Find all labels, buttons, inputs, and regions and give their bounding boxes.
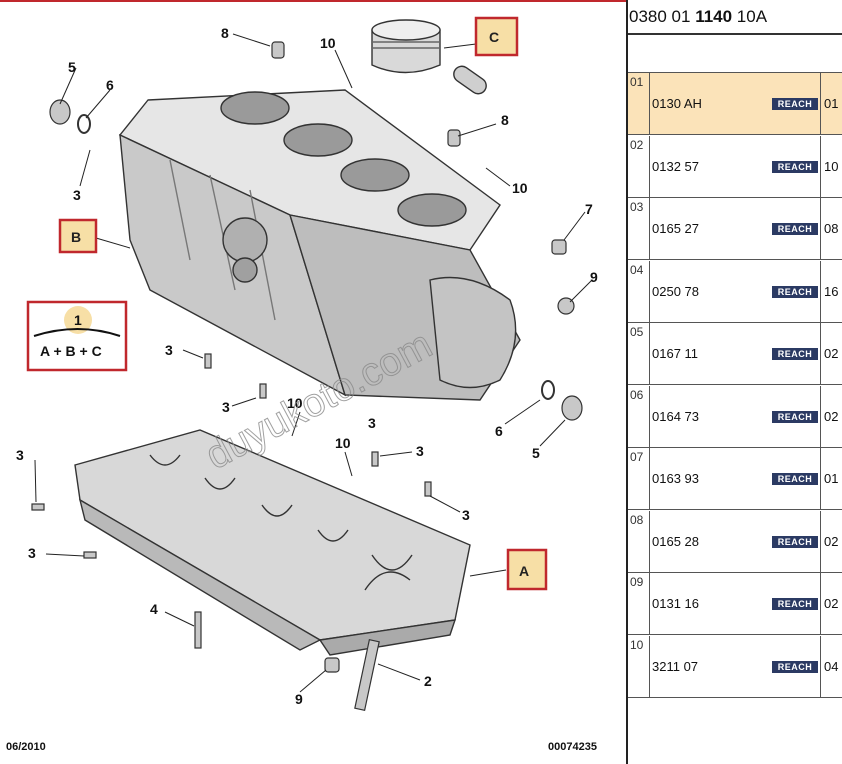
callout-9-lower: 9 xyxy=(295,691,303,707)
callout-2: 2 xyxy=(424,673,432,689)
callout-3-c: 3 xyxy=(368,415,376,431)
part-index: 04 xyxy=(628,260,650,323)
callout-3-e: 3 xyxy=(16,447,24,463)
callout-10-right: 10 xyxy=(512,180,528,196)
callout-6-right: 6 xyxy=(495,423,503,439)
part-number: 0167 11 xyxy=(652,346,699,361)
part-index: 08 xyxy=(628,510,650,573)
callout-3-b: 3 xyxy=(222,399,230,415)
reach-badge: REACH xyxy=(772,535,818,548)
part-number: 3211 07 xyxy=(652,658,699,674)
box-a-label: A xyxy=(519,563,529,579)
part-number: 0163 93 xyxy=(652,471,699,486)
legend-box: 1 A + B + C xyxy=(26,300,128,372)
part-qty: 01 xyxy=(820,73,842,135)
callout-10-top: 10 xyxy=(320,35,336,51)
reach-badge: REACH xyxy=(772,410,818,423)
part-index: 10 xyxy=(628,635,650,698)
callout-3-f: 3 xyxy=(462,507,470,523)
part-qty: 04 xyxy=(820,635,842,698)
header-spacer xyxy=(628,35,842,73)
callout-3-g: 3 xyxy=(28,545,36,561)
top-red-line xyxy=(0,0,626,2)
reach-badge: REACH xyxy=(772,348,818,360)
footer-code: 00074235 xyxy=(548,741,597,753)
piston-assembly[interactable] xyxy=(371,19,489,97)
part-qty: 02 xyxy=(820,323,842,385)
callout-labels: 8 10 5 6 3 8 10 7 9 6 5 3 3 10 3 10 3 3 … xyxy=(16,25,598,707)
leader-lines xyxy=(34,33,593,693)
cylinder-block[interactable] xyxy=(118,89,521,401)
callout-8-top: 8 xyxy=(221,25,229,41)
callout-3-a: 3 xyxy=(165,342,173,358)
box-c[interactable]: C xyxy=(474,16,519,57)
reach-badge: REACH xyxy=(772,473,818,485)
box-a[interactable]: A xyxy=(506,548,548,591)
part-index: 05 xyxy=(628,323,650,385)
part-index: 01 xyxy=(628,73,650,135)
small-parts xyxy=(31,41,583,711)
panel-divider xyxy=(626,0,628,764)
reach-badge: REACH xyxy=(772,160,818,173)
callout-5-left: 5 xyxy=(68,59,76,75)
callout-9-right: 9 xyxy=(590,269,598,285)
reach-badge: REACH xyxy=(772,285,818,298)
callout-3-left: 3 xyxy=(73,187,81,203)
footer-date: 06/2010 xyxy=(6,741,46,753)
callout-7: 7 xyxy=(585,201,593,217)
callout-3-d: 3 xyxy=(416,443,424,459)
part-qty: 01 xyxy=(820,448,842,510)
part-number: 0165 28 xyxy=(652,533,699,549)
callout-5-right: 5 xyxy=(532,445,540,461)
part-index: 03 xyxy=(628,198,650,260)
reach-badge: REACH xyxy=(772,223,818,235)
legend-number: 1 xyxy=(74,312,82,328)
part-index: 06 xyxy=(628,385,650,448)
callout-10-lower: 10 xyxy=(335,435,351,451)
bedplate[interactable] xyxy=(74,429,471,656)
part-index: 07 xyxy=(628,448,650,510)
callout-6-left: 6 xyxy=(106,77,114,93)
part-number: 0164 73 xyxy=(652,408,699,424)
engine-block-diagram: 8 10 5 6 3 8 10 7 9 6 5 3 3 10 3 10 3 3 … xyxy=(6,16,598,753)
reference-number: 0380 01 1140 10A xyxy=(628,0,842,35)
callout-8-right: 8 xyxy=(501,112,509,128)
part-qty: 02 xyxy=(820,385,842,448)
part-index: 09 xyxy=(628,573,650,635)
part-number: 0131 16 xyxy=(652,596,699,611)
box-b[interactable]: B xyxy=(58,218,98,254)
reach-badge: REACH xyxy=(772,660,818,673)
box-b-label: B xyxy=(71,229,81,245)
callout-10-mid: 10 xyxy=(287,395,303,411)
callout-4: 4 xyxy=(150,601,158,617)
reach-badge: REACH xyxy=(772,598,818,610)
part-number: 0130 AH xyxy=(652,96,702,111)
part-qty: 16 xyxy=(820,260,842,323)
part-index: 02 xyxy=(628,135,650,198)
part-qty: 10 xyxy=(820,135,842,198)
part-number: 0250 78 xyxy=(652,283,699,299)
part-qty: 02 xyxy=(820,573,842,635)
part-qty: 08 xyxy=(820,198,842,260)
part-number: 0132 57 xyxy=(652,158,699,174)
legend-formula: A + B + C xyxy=(40,343,102,359)
box-c-label: C xyxy=(489,29,499,45)
part-number: 0165 27 xyxy=(652,221,699,236)
part-qty: 02 xyxy=(820,510,842,573)
reach-badge: REACH xyxy=(772,98,818,110)
